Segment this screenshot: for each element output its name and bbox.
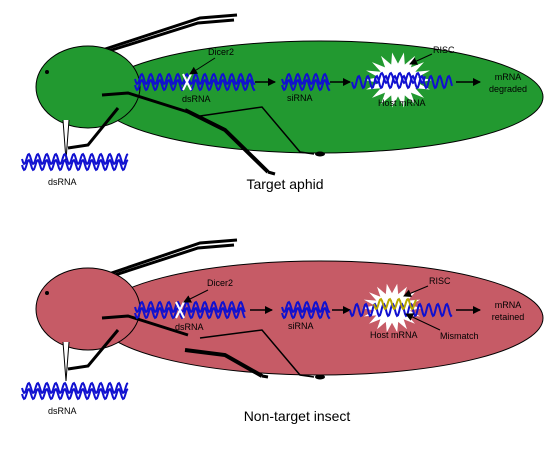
sirna-strand-1 — [281, 300, 331, 314]
leg-rear-foot — [315, 374, 325, 380]
host-mrna-label: Host mRNA — [378, 98, 426, 108]
risc-pointer — [403, 285, 429, 297]
panel-caption: Target aphid — [246, 176, 323, 192]
leg-front — [67, 329, 120, 371]
outside-dsrna-strand-1 — [21, 152, 129, 166]
dicer-cut-mark — [175, 301, 185, 319]
outcome-label-line2: degraded — [489, 84, 527, 94]
dsrna-label: dsRNA — [175, 322, 204, 332]
leg-middle-foot — [261, 374, 269, 379]
mismatch-label: Mismatch — [440, 331, 479, 341]
dicer-cut-mark — [182, 73, 192, 91]
dsrna-molecule — [134, 72, 256, 92]
dsrna-molecule — [134, 300, 246, 320]
panel-non-target-insect: Dicer2 dsRNA siRNA Host mRNA RISC Mismat… — [21, 238, 544, 424]
antenna-inner — [79, 18, 235, 62]
dsrna-strand-1 — [134, 72, 256, 86]
host-mrna-complex — [349, 297, 453, 318]
antenna-outer — [83, 13, 238, 58]
panel-target-aphid: Dicer2 dsRNA siRNA Host mRNA RISC mRNA d… — [21, 13, 544, 192]
ingested-dsrna — [21, 152, 129, 172]
risc-label: RISC — [429, 276, 451, 286]
aphid-head — [35, 45, 141, 129]
insect-stylet — [62, 341, 70, 382]
dsrna-strand-1 — [134, 300, 246, 314]
outside-dsrna-strand-2 — [21, 387, 129, 401]
risc-pointer — [409, 53, 433, 65]
insect-head — [35, 267, 141, 351]
dicer-pointer — [183, 289, 209, 303]
sirna-label: siRNA — [287, 93, 313, 103]
leg-rear-foot — [315, 151, 325, 157]
outcome-label-line1: mRNA — [495, 72, 522, 82]
risc-label: RISC — [433, 45, 455, 55]
mismatched-sirna-strand — [373, 297, 417, 311]
dsrna-label: dsRNA — [182, 94, 211, 104]
outcome-label-line2: retained — [492, 312, 525, 322]
aphid-body — [96, 40, 544, 154]
leg-hind — [101, 314, 189, 337]
panel-caption: Non-target insect — [244, 408, 351, 424]
outside-dsrna-label: dsRNA — [48, 406, 77, 416]
sirna-molecule — [281, 72, 331, 92]
dicer-label: Dicer2 — [208, 47, 234, 57]
leg-hind — [101, 91, 189, 114]
sirna-strand-2 — [281, 306, 331, 320]
dsrna-strand-2 — [134, 306, 246, 320]
leg-rear — [199, 106, 315, 155]
antenna-outer — [81, 238, 238, 285]
mismatch-pointer — [405, 313, 441, 331]
sirna-label: siRNA — [288, 321, 314, 331]
dicer-pointer — [189, 57, 216, 75]
insect-eye — [45, 291, 49, 295]
leg-middle-foot — [267, 170, 276, 176]
host-mrna-complex — [351, 71, 453, 90]
outside-dsrna-label: dsRNA — [48, 177, 77, 187]
host-mrna-label: Host mRNA — [370, 330, 418, 340]
outside-dsrna-strand-1 — [21, 381, 129, 395]
risc-burst-icon — [364, 52, 432, 108]
leg-middle — [184, 348, 263, 378]
aphid-eye — [45, 70, 49, 74]
leg-middle — [184, 108, 270, 174]
ingested-dsrna — [21, 381, 129, 401]
sirna-molecule — [281, 300, 331, 320]
leg-rear — [199, 329, 315, 378]
sirna-strand-2 — [281, 78, 331, 92]
risc-sirna-strand — [374, 71, 426, 85]
dsrna-strand-2 — [134, 78, 256, 92]
dicer-label: Dicer2 — [207, 278, 233, 288]
sirna-strand-1 — [281, 72, 331, 86]
antenna-inner — [77, 243, 235, 289]
leg-front — [67, 107, 120, 150]
outcome-label-line1: mRNA — [495, 300, 522, 310]
outside-dsrna-strand-2 — [21, 158, 129, 172]
